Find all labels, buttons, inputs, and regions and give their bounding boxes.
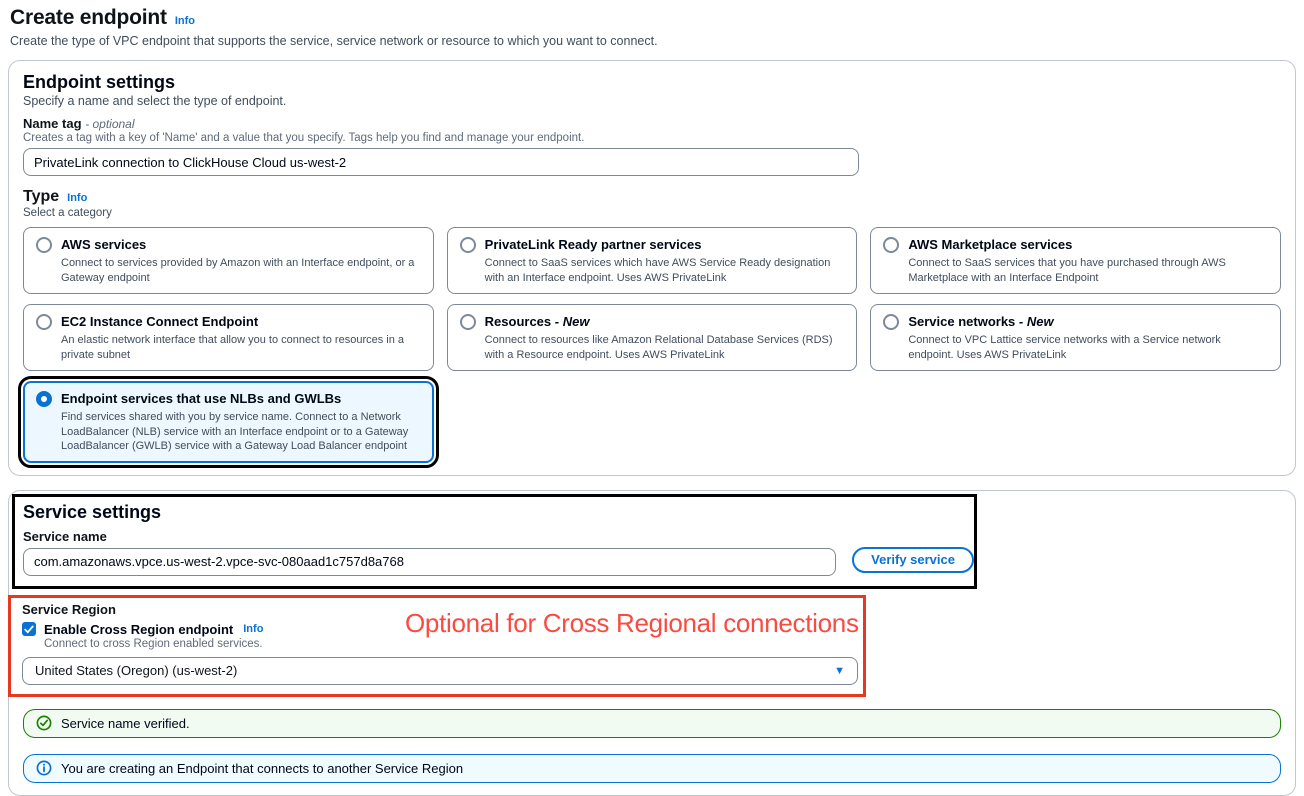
info-circle-icon xyxy=(36,760,52,776)
type-option-description: Connect to SaaS services that you have p… xyxy=(908,257,1226,284)
endpoint-settings-subtitle: Specify a name and select the type of en… xyxy=(23,94,287,108)
type-info-link[interactable]: Info xyxy=(67,192,88,204)
radio-button-icon[interactable] xyxy=(459,237,476,253)
type-options-grid: AWS services Connect to services provide… xyxy=(18,227,1281,468)
type-option-card[interactable]: Resources - New Connect to resources lik… xyxy=(446,304,858,372)
page-header: Create endpoint Info Create the type of V… xyxy=(8,6,1296,50)
name-tag-input[interactable] xyxy=(23,148,859,176)
service-settings-title: Service settings xyxy=(23,501,162,522)
radio-button-icon[interactable] xyxy=(459,314,476,331)
type-option-description: An elastic network interface that allow … xyxy=(61,334,405,361)
type-option-title: Endpoint services that use NLBs and GWLB… xyxy=(61,391,342,407)
type-option-card[interactable]: AWS Marketplace services Connect to SaaS… xyxy=(870,227,1281,295)
type-option-title: Resources - New xyxy=(484,314,590,330)
cross-region-checkbox-label[interactable]: Enable Cross Region endpoint xyxy=(44,621,234,637)
type-option-card[interactable]: PrivateLink Ready partner services Conne… xyxy=(446,227,858,295)
type-option-title: AWS services xyxy=(61,237,147,252)
endpoint-settings-title: Endpoint settings xyxy=(23,72,175,92)
radio-button-icon[interactable] xyxy=(883,314,900,331)
page-title: Create endpoint xyxy=(10,6,167,29)
type-label: Type xyxy=(23,188,60,205)
service-name-input[interactable] xyxy=(23,547,837,576)
verify-service-button[interactable]: Verify service xyxy=(852,546,974,573)
radio-button-icon[interactable] xyxy=(883,237,900,253)
type-option-description: Connect to resources like Amazon Relatio… xyxy=(484,334,833,361)
type-subtitle: Select a category xyxy=(23,207,112,219)
cross-region-description: Connect to cross Region enabled services… xyxy=(44,637,263,650)
cross-region-info-alert: You are creating an Endpoint that connec… xyxy=(23,753,1281,783)
service-region-annotation-box: Optional for Cross Regional connections … xyxy=(8,594,866,697)
name-tag-description: Creates a tag with a key of 'Name' and a… xyxy=(23,132,585,144)
type-option-description: Connect to VPC Lattice service networks … xyxy=(908,334,1221,361)
endpoint-settings-card: Endpoint settings Specify a name and sel… xyxy=(8,60,1296,476)
cross-region-annotation-text: Optional for Cross Regional connections xyxy=(405,607,859,638)
service-settings-card: Service settings Service name Verify ser… xyxy=(8,489,1296,796)
name-tag-label: Name tag - optional xyxy=(23,116,135,131)
service-verified-text: Service name verified. xyxy=(61,715,190,731)
type-option-description: Find services shared with you by service… xyxy=(61,411,409,453)
service-region-label: Service Region xyxy=(22,601,116,617)
success-check-icon xyxy=(36,715,52,731)
name-tag-optional: - optional xyxy=(85,117,135,131)
radio-button-icon[interactable] xyxy=(36,314,52,331)
cross-region-checkbox[interactable] xyxy=(22,622,36,637)
region-select[interactable]: United States (Oregon) (us-west-2) ▼ xyxy=(22,656,858,685)
chevron-down-icon: ▼ xyxy=(834,664,845,677)
radio-button-icon[interactable] xyxy=(36,237,52,253)
page-info-link[interactable]: Info xyxy=(174,15,196,27)
type-option-card[interactable]: Service networks - New Connect to VPC La… xyxy=(870,304,1281,372)
type-option-card[interactable]: Endpoint services that use NLBs and GWLB… xyxy=(18,376,439,468)
service-name-label: Service name xyxy=(23,528,107,544)
region-select-value: United States (Oregon) (us-west-2) xyxy=(35,663,238,679)
type-option-description: Connect to services provided by Amazon w… xyxy=(61,257,415,284)
type-option-card[interactable]: AWS services Connect to services provide… xyxy=(23,227,434,295)
type-option-title: PrivateLink Ready partner services xyxy=(484,237,702,252)
service-verified-alert: Service name verified. xyxy=(23,708,1281,738)
type-option-title: AWS Marketplace services xyxy=(908,237,1073,252)
type-option-description: Connect to SaaS services which have AWS … xyxy=(484,257,831,284)
radio-button-icon[interactable] xyxy=(36,391,52,408)
service-settings-annotation-box: Service settings Service name Verify ser… xyxy=(12,493,977,589)
cross-region-info-text: You are creating an Endpoint that connec… xyxy=(61,760,464,776)
page-description: Create the type of VPC endpoint that sup… xyxy=(10,34,658,48)
type-option-title: Service networks - New xyxy=(908,314,1054,330)
type-option-card[interactable]: EC2 Instance Connect Endpoint An elastic… xyxy=(23,304,434,372)
cross-region-info-link[interactable]: Info xyxy=(243,623,264,636)
checkmark-icon xyxy=(24,625,34,634)
type-option-title: EC2 Instance Connect Endpoint xyxy=(61,314,259,330)
